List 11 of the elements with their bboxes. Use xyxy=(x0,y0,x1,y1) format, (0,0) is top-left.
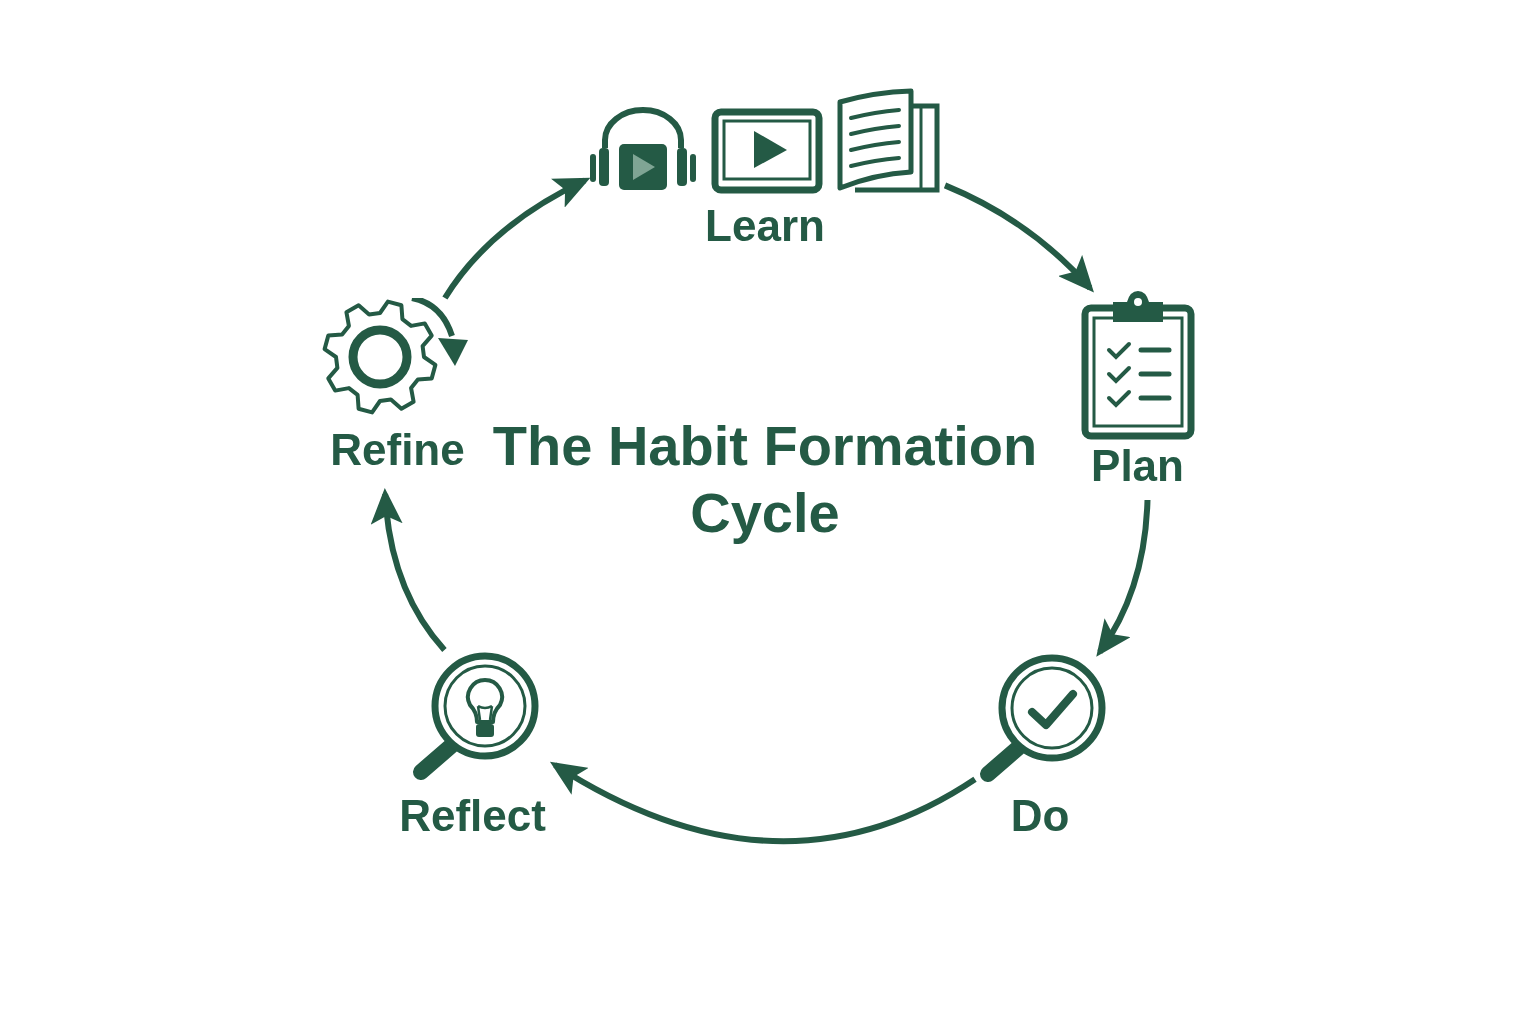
cycle-arrow xyxy=(549,761,977,844)
step-label: Plan xyxy=(1091,442,1184,491)
cycle-arrow xyxy=(442,177,591,300)
cycle-arrow xyxy=(943,182,1095,293)
step-label: Learn xyxy=(705,202,825,251)
step-label: Refine xyxy=(330,426,465,475)
diagram-title: The Habit Formation Cycle xyxy=(491,413,1039,547)
step-label: Reflect xyxy=(399,792,546,841)
cycle-arrow xyxy=(371,488,447,652)
cycle-arrow xyxy=(1096,499,1151,657)
step-label: Do xyxy=(1010,792,1070,841)
